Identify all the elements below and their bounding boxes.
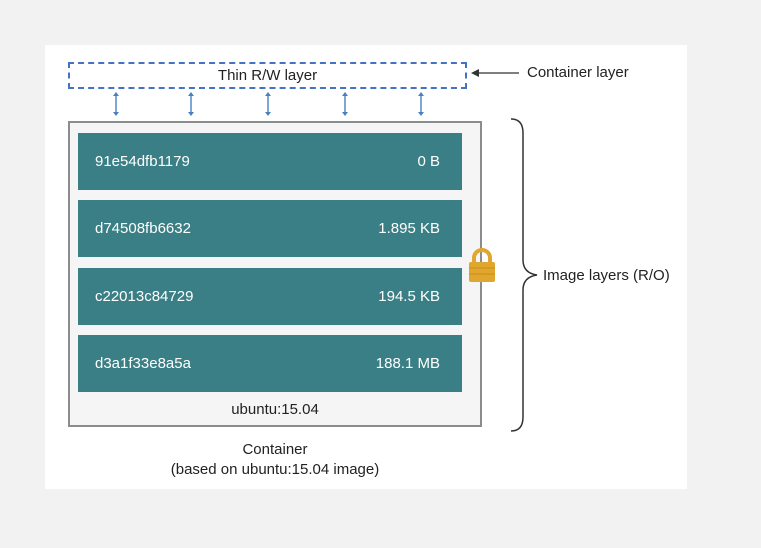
layer-id: c22013c84729 <box>95 288 194 305</box>
layer-id: 91e54dfb1179 <box>95 153 190 170</box>
lock-icon <box>469 248 495 282</box>
container-layer-label: Container layer <box>527 64 629 81</box>
diagram-canvas: Thin R/W layer 91e54dfb1179 0 B d74508fb… <box>45 45 687 489</box>
image-layers-label: Image layers (R/O) <box>543 266 670 284</box>
container-box: 91e54dfb1179 0 B d74508fb6632 1.895 KB c… <box>68 121 482 427</box>
layer-size: 188.1 MB <box>375 355 440 372</box>
container-caption: Container (based on ubuntu:15.04 image) <box>68 440 482 480</box>
image-layer: 91e54dfb1179 0 B <box>78 133 462 190</box>
up-down-arrow-icon <box>113 92 119 116</box>
thin-rw-layer: Thin R/W layer <box>68 62 467 89</box>
layer-id: d74508fb6632 <box>95 220 191 237</box>
caption-title: Container <box>242 441 308 458</box>
up-down-arrow-icon <box>418 92 424 116</box>
up-down-arrow-icon <box>265 92 271 116</box>
image-layer: d3a1f33e8a5a 188.1 MB <box>78 335 462 392</box>
layer-size: 1.895 KB <box>378 220 440 237</box>
left-arrow-icon <box>471 68 519 77</box>
image-layer: c22013c84729 194.5 KB <box>78 268 462 325</box>
layer-size: 194.5 KB <box>378 288 440 305</box>
up-down-arrow-icon <box>188 92 194 116</box>
caption-subtitle: (based on ubuntu:15.04 image) <box>170 461 380 478</box>
base-image-label: ubuntu:15.04 <box>231 401 319 418</box>
layer-id: d3a1f33e8a5a <box>95 355 191 372</box>
right-brace-icon <box>510 118 538 432</box>
layer-size: 0 B <box>417 153 440 170</box>
up-down-arrow-icon <box>342 92 348 116</box>
container-layer-annotation: Container layer <box>471 64 629 81</box>
image-layers-annotation: Image layers (R/O) <box>509 115 670 435</box>
image-layer: d74508fb6632 1.895 KB <box>78 200 462 257</box>
thin-rw-layer-label: Thin R/W layer <box>217 67 318 84</box>
